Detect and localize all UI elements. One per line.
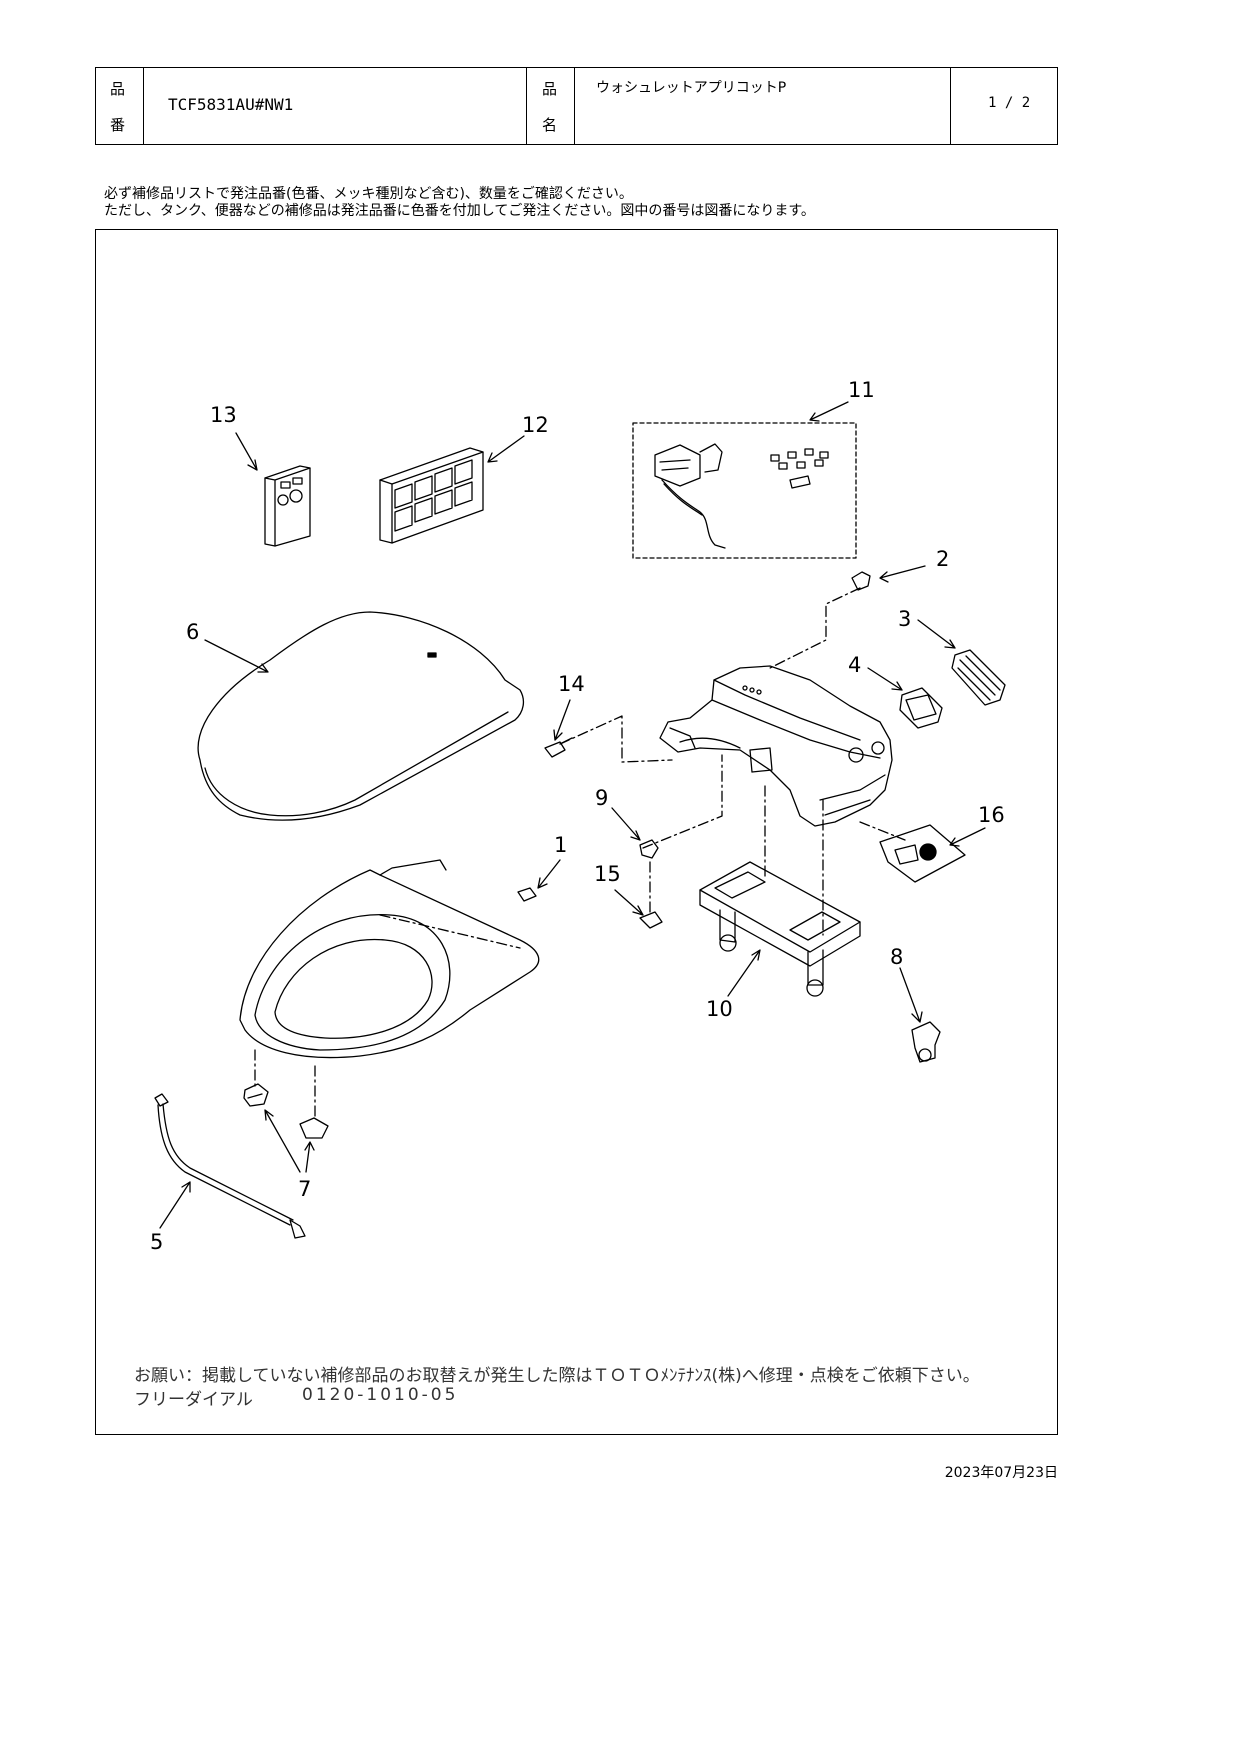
assembly-guide-lines (254, 587, 906, 1121)
name-label-1: 品 (542, 80, 558, 98)
part-5-hose (154, 1093, 306, 1239)
product-name: ウォシュレットアプリコットP (596, 80, 787, 96)
part-9-clip (639, 839, 659, 859)
callout-13: 13 (210, 403, 237, 427)
callout-16: 16 (978, 803, 1005, 827)
name-label-2: 名 (542, 116, 558, 134)
part-10-base-plate (699, 861, 861, 997)
callout-5: 5 (150, 1230, 163, 1254)
callout-4: 4 (848, 653, 861, 677)
part-1-pad (517, 887, 537, 902)
callout-12: 12 (522, 413, 549, 437)
order-notes: 必ず補修品リストで発注品番(色番、メッキ種別など含む)、数量をご確認ください。 … (104, 186, 815, 220)
part-no-label-2: 番 (110, 116, 126, 134)
part-11-kit (632, 422, 857, 559)
part-2-clip (851, 571, 871, 591)
seat-ring (239, 859, 540, 1059)
callout-8: 8 (890, 945, 903, 969)
callout-10: 10 (706, 997, 733, 1021)
divider (143, 68, 144, 144)
callout-2: 2 (936, 547, 949, 571)
part-13-remote-holder (264, 465, 311, 547)
callout-numbers: 1 2 3 4 5 6 7 8 9 10 11 12 13 14 15 16 (150, 378, 1005, 1254)
callout-3: 3 (898, 607, 911, 631)
diagram-frame (95, 229, 1058, 1435)
callout-11: 11 (848, 378, 875, 402)
callout-7: 7 (298, 1177, 311, 1201)
part-no-label-1: 品 (110, 80, 126, 98)
part-7-hinge-caps (243, 1083, 329, 1139)
exploded-parts-diagram: 1 2 3 4 5 6 7 8 9 10 11 12 13 14 15 16 (150, 378, 1006, 1254)
issue-date: 2023年07月23日 (944, 1465, 1058, 1481)
divider (950, 68, 951, 144)
callout-leaders (159, 401, 986, 1229)
repair-request-note: お願い：掲載していない補修部品のお取替えが発生した際はＴＯＴＯﾒﾝﾃﾅﾝｽ(株)… (134, 1366, 980, 1386)
main-unit-body (659, 665, 893, 827)
callout-6: 6 (186, 620, 199, 644)
part-12-remote-control (379, 447, 484, 544)
part-15-clip (639, 911, 663, 929)
part-3-filter (951, 649, 1006, 706)
note-line: ただし、タンク、便器などの補修品は発注品番に色番を付加してご発注ください。図中の… (104, 203, 815, 219)
divider (526, 68, 527, 144)
free-dial-label: フリーダイアル (134, 1390, 253, 1410)
note-line: 必ず補修品リストで発注品番(色番、メッキ種別など含む)、数量をご確認ください。 (104, 186, 633, 202)
divider (574, 68, 575, 144)
part-4-pad (899, 687, 943, 729)
page-indicator: 1 / 2 (988, 95, 1031, 111)
callout-9: 9 (595, 786, 608, 810)
part-number: TCF5831AU#NW1 (168, 95, 294, 114)
header-table: 品 番 TCF5831AU#NW1 品 名 ウォシュレットアプリコットP 1 /… (95, 67, 1058, 145)
callout-14: 14 (558, 672, 585, 696)
part-8-valve (911, 1021, 941, 1063)
part-16-plate (879, 824, 966, 883)
free-dial-line: フリーダイアル 0120-1010-05 (134, 1385, 455, 1410)
free-dial-number: 0120-1010-05 (302, 1385, 459, 1405)
part-6-lid (197, 611, 525, 821)
callout-1: 1 (554, 833, 567, 857)
callout-15: 15 (594, 862, 621, 886)
